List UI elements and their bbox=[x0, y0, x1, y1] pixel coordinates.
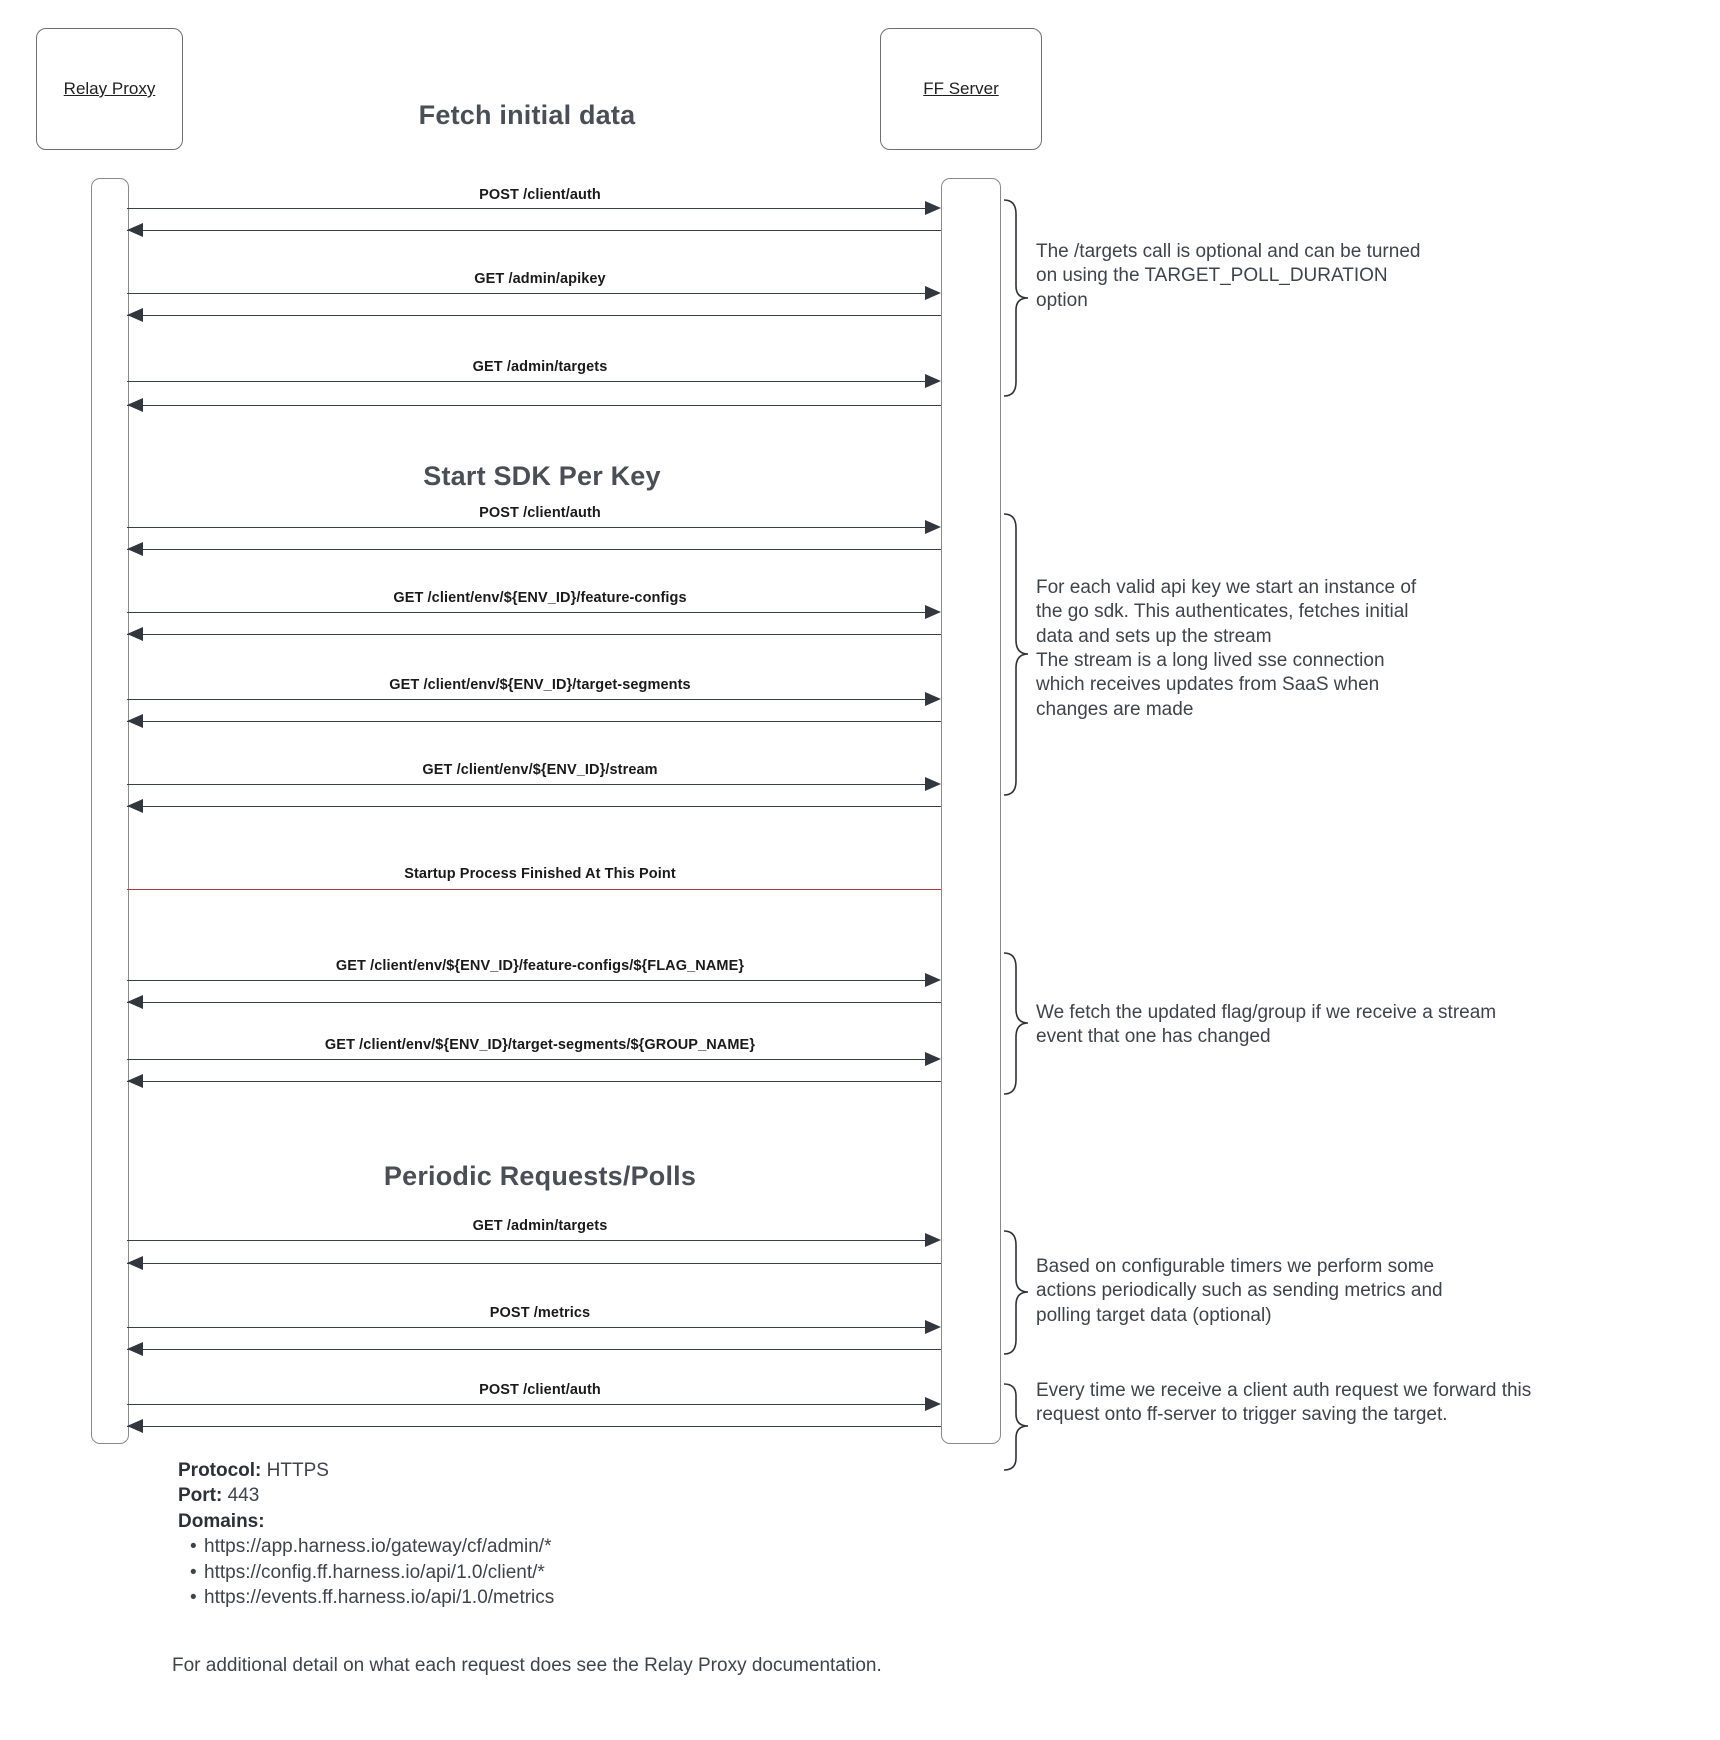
message-arrow-9-request bbox=[925, 1233, 941, 1247]
message-line-0-response bbox=[127, 230, 941, 231]
message-arrow-11-response bbox=[127, 1419, 143, 1433]
message-arrow-5-request bbox=[925, 692, 941, 706]
message-arrow-6-request bbox=[925, 777, 941, 791]
message-line-3-response bbox=[127, 549, 941, 550]
message-arrow-9-response bbox=[127, 1256, 143, 1270]
footer-domain-item: https://config.ff.harness.io/api/1.0/cli… bbox=[190, 1560, 978, 1586]
footer-domains-key: Domains: bbox=[178, 1510, 265, 1532]
message-arrow-10-request bbox=[925, 1320, 941, 1334]
message-label-9: GET /admin/targets bbox=[472, 1218, 608, 1234]
footer-closing-note: For additional detail on what each reque… bbox=[172, 1655, 882, 1676]
footer-protocol-key: Protocol: bbox=[178, 1460, 262, 1481]
message-label-8: GET /client/env/${ENV_ID}/target-segment… bbox=[324, 1037, 756, 1053]
message-line-8-response bbox=[127, 1081, 941, 1082]
message-arrow-10-response bbox=[127, 1342, 143, 1356]
message-arrow-2-request bbox=[925, 374, 941, 388]
note-client-auth-forward: Every time we receive a client auth requ… bbox=[1036, 1380, 1532, 1426]
footer-domain-item: https://events.ff.harness.io/api/1.0/met… bbox=[190, 1585, 978, 1611]
brace-periodic-timers bbox=[1003, 1230, 1029, 1355]
message-label-7: GET /client/env/${ENV_ID}/feature-config… bbox=[335, 958, 745, 974]
message-arrow-8-response bbox=[127, 1074, 143, 1088]
message-line-11-response bbox=[127, 1426, 941, 1427]
message-line-10-request bbox=[127, 1327, 939, 1328]
message-line-10-response bbox=[127, 1349, 941, 1350]
message-line-1-request bbox=[127, 293, 939, 294]
footer-port-key: Port: bbox=[178, 1485, 223, 1507]
lifeline-ff-server bbox=[941, 178, 1001, 1444]
footer-port-value: 443 bbox=[227, 1485, 260, 1507]
footer-domain-item: https://app.harness.io/gateway/cf/admin/… bbox=[190, 1534, 978, 1560]
note-periodic-timers: Based on configurable timers we perform … bbox=[1036, 1256, 1443, 1326]
message-label-2: GET /admin/targets bbox=[472, 359, 608, 375]
message-arrow-0-request bbox=[925, 201, 941, 215]
message-label-11: POST /client/auth bbox=[479, 1382, 601, 1398]
message-arrow-8-request bbox=[925, 1052, 941, 1066]
footer-domain-list: https://app.harness.io/gateway/cf/admin/… bbox=[178, 1534, 978, 1611]
brace-targets-optional bbox=[1003, 199, 1029, 397]
message-arrow-4-request bbox=[925, 605, 941, 619]
footer-protocol-row: Protocol: HTTPS bbox=[178, 1458, 978, 1483]
message-arrow-3-request bbox=[925, 520, 941, 534]
message-label-10: POST /metrics bbox=[489, 1305, 591, 1321]
brace-client-auth-forward bbox=[1003, 1383, 1029, 1471]
note-targets-optional: The /targets call is optional and can be… bbox=[1036, 241, 1421, 311]
note-sdk-instance: For each valid api key we start an insta… bbox=[1036, 577, 1417, 720]
section-title-periodic-requests: Periodic Requests/Polls bbox=[383, 1161, 697, 1191]
message-arrow-0-response bbox=[127, 223, 143, 237]
message-label-1: GET /admin/apikey bbox=[474, 271, 606, 287]
message-line-4-request bbox=[127, 612, 939, 613]
footer-protocol-value: HTTPS bbox=[266, 1460, 329, 1481]
section-title-fetch-initial-data: Fetch initial data bbox=[418, 100, 636, 130]
message-arrow-3-response bbox=[127, 542, 143, 556]
divider-label: Startup Process Finished At This Point bbox=[404, 866, 676, 882]
section-title-start-sdk-per-key: Start SDK Per Key bbox=[423, 461, 661, 491]
note-stream-event: We fetch the updated flag/group if we re… bbox=[1036, 1002, 1497, 1048]
message-arrow-1-response bbox=[127, 308, 143, 322]
message-label-0: POST /client/auth bbox=[479, 187, 601, 203]
brace-stream-event bbox=[1003, 952, 1029, 1095]
footer-details: Protocol: HTTPS Port: 443 Domains: https… bbox=[178, 1458, 978, 1611]
message-arrow-7-response bbox=[127, 995, 143, 1009]
message-line-5-response bbox=[127, 721, 941, 722]
message-arrow-11-request bbox=[925, 1397, 941, 1411]
divider-line bbox=[127, 889, 941, 890]
participant-relay-proxy-label: Relay Proxy bbox=[63, 79, 156, 98]
message-line-7-response bbox=[127, 1002, 941, 1003]
message-line-0-request bbox=[127, 208, 939, 209]
message-label-6: GET /client/env/${ENV_ID}/stream bbox=[422, 762, 658, 778]
message-arrow-2-response bbox=[127, 398, 143, 412]
message-label-3: POST /client/auth bbox=[479, 505, 601, 521]
message-line-2-request bbox=[127, 381, 939, 382]
message-line-2-response bbox=[127, 405, 941, 406]
brace-sdk-instance bbox=[1003, 513, 1029, 796]
message-line-6-response bbox=[127, 806, 941, 807]
message-label-4: GET /client/env/${ENV_ID}/feature-config… bbox=[393, 590, 687, 606]
message-arrow-4-response bbox=[127, 627, 143, 641]
message-line-5-request bbox=[127, 699, 939, 700]
footer-domains-row: Domains: bbox=[178, 1509, 978, 1534]
message-arrow-6-response bbox=[127, 799, 143, 813]
message-line-9-request bbox=[127, 1240, 939, 1241]
message-label-5: GET /client/env/${ENV_ID}/target-segment… bbox=[389, 677, 691, 693]
participant-ff-server-label: FF Server bbox=[923, 79, 999, 98]
message-line-1-response bbox=[127, 315, 941, 316]
message-line-3-request bbox=[127, 527, 939, 528]
message-arrow-1-request bbox=[925, 286, 941, 300]
message-arrow-7-request bbox=[925, 973, 941, 987]
message-line-9-response bbox=[127, 1263, 941, 1264]
message-line-8-request bbox=[127, 1059, 939, 1060]
message-arrow-5-response bbox=[127, 714, 143, 728]
message-line-6-request bbox=[127, 784, 939, 785]
message-line-4-response bbox=[127, 634, 941, 635]
footer-port-row: Port: 443 bbox=[178, 1483, 978, 1508]
message-line-11-request bbox=[127, 1404, 939, 1405]
participant-relay-proxy[interactable]: Relay Proxy bbox=[36, 28, 183, 150]
participant-ff-server[interactable]: FF Server bbox=[880, 28, 1042, 150]
lifeline-relay-proxy bbox=[91, 178, 129, 1444]
message-line-7-request bbox=[127, 980, 939, 981]
